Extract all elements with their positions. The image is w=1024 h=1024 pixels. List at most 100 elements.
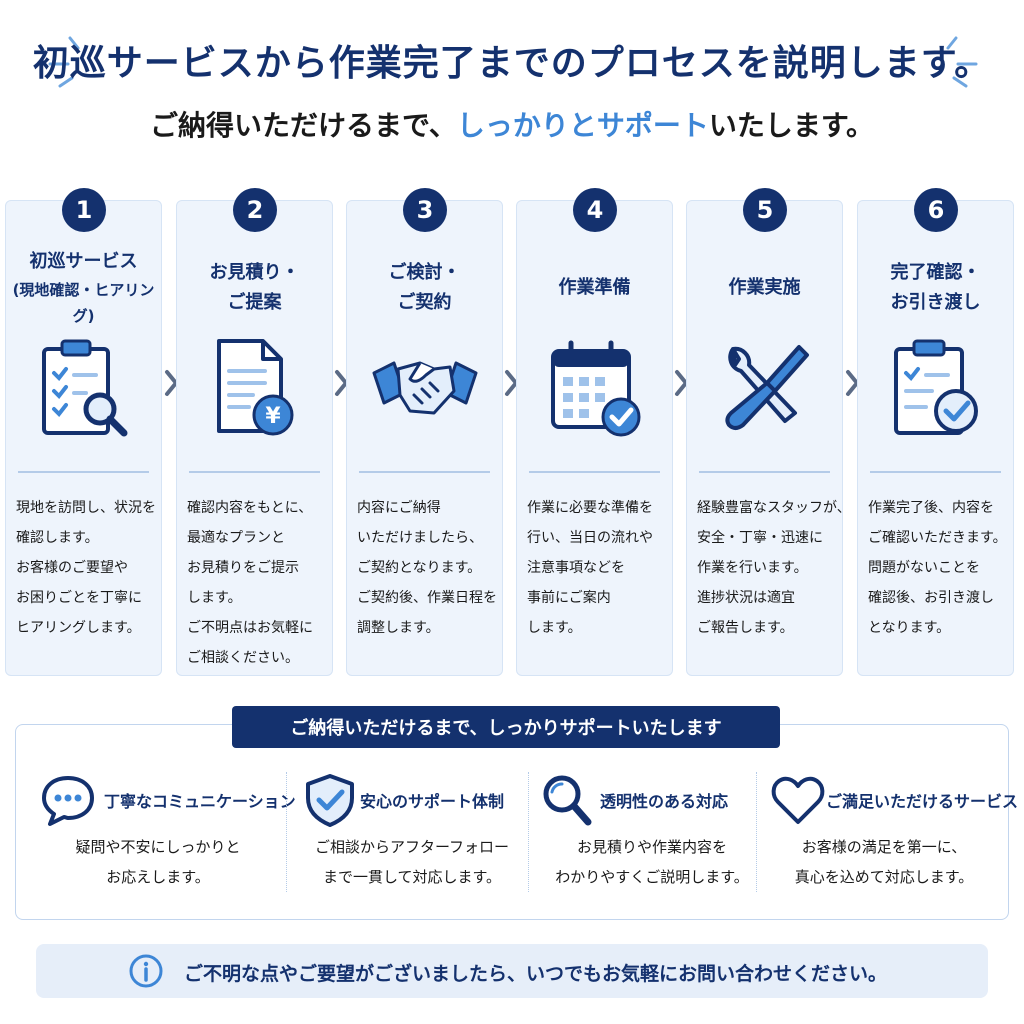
support-section [15,724,1009,920]
feature-title: 透明性のある対応 [600,792,729,811]
step-title-line2: お引き渡し [890,292,981,313]
desc-line: します。 [527,620,582,636]
page-subtitle: ご納得いただけるまで、しっかりとサポートいたします。 [0,104,1024,144]
step-divider [359,471,490,473]
step-description: 現地を訪問し、状況を 確認します。 お客様のご要望や お困りごとを丁寧に ヒアリ… [16,493,156,643]
step-title: 作業準備 [517,253,672,323]
wrench-screwdriver-icon [724,345,809,430]
desc-line: 問題がないことを [868,560,980,576]
step-description: 内容にご納得 いただけましたら、 ご契約となります。 ご契約後、作業日程を 調整… [357,493,497,643]
step-number-6: 6 [914,188,958,232]
step-title-line1: 作業実施 [728,277,801,298]
feature-communication: 丁寧なコミュニケーション 疑問や不安にしっかりと お応えします。 [40,772,296,902]
desc-line: 経験豊富なスタッフが、 [697,500,851,516]
desc-line: 確認内容をもとに、 [187,500,313,516]
feature-description: お見積りや作業内容を わかりやすくご説明します。 [534,832,770,892]
estimate-document-yen-icon: ¥ [216,339,293,436]
step-description: 作業に必要な準備を 行い、当日の流れや 注意事項などを 事前にご案内 します。 [527,493,666,643]
step-title: 作業実施 [687,253,842,323]
feature-description: ご相談からアフターフォロー まで一貫して対応します。 [294,832,530,892]
step-title-line2: (現地確認・ヒアリング) [12,281,155,325]
step-number-2: 2 [233,188,277,232]
step-description: 確認内容をもとに、 最適なプランと お見積りをご提示 します。 ご不明点はお気軽… [187,493,326,673]
feature-transparency: 透明性のある対応 お見積りや作業内容を わかりやすくご説明します。 [534,772,770,902]
desc-line: 疑問や不安にしっかりと [75,838,241,856]
desc-line: 行い、当日の流れや [527,530,653,546]
subtitle-text-1: ご納得いただけるまで、 [149,109,457,142]
contact-notice: ご不明な点やご要望がございましたら、いつでもお気軽にお問い合わせください。 [36,944,988,998]
step-divider [699,471,830,473]
desc-line: お困りごとを丁寧に [16,590,142,606]
desc-line: 確認します。 [16,530,99,546]
desc-line: 進捗状況は適宜 [697,590,795,606]
desc-line: ご契約後、作業日程を [357,590,497,606]
desc-line: となります。 [868,620,951,636]
step-description: 作業完了後、内容を ご確認いただきます。 問題がないことを 確認後、お引き渡し … [868,493,1007,643]
step-description: 経験豊富なスタッフが、 安全・丁寧・迅速に 作業を行います。 進捗状況は適宜 ご… [697,493,851,643]
step-number-1: 1 [62,188,106,232]
desc-line: ご契約となります。 [357,560,482,576]
page-title: 初巡サービスから作業完了までのプロセスを説明します。 [32,43,992,84]
desc-line: 真心を込めて対応します。 [794,868,974,886]
desc-line: します。 [187,590,242,606]
heart-icon [771,776,825,824]
desc-line: 注意事項などを [527,560,625,576]
desc-line: わかりやすくご説明します。 [555,868,749,886]
step-number-3: 3 [403,188,447,232]
desc-line: ご報告します。 [697,620,794,636]
step-card-4: 作業準備 作業に必要な準備を 行い、当日の流れや 注意事項などを 事前にご案内 … [516,200,673,676]
desc-line: 現地を訪問し、状況を [16,500,156,516]
step-divider [189,471,320,473]
desc-line: 内容にご納得 [357,500,441,516]
step-card-1: 初巡サービス (現地確認・ヒアリング) 現地を訪問し、状況を 確認します。 お客… [5,200,162,676]
step-title-line2: ご提案 [227,292,282,313]
desc-line: お客様のご要望や [16,560,128,576]
shield-check-icon [306,774,354,827]
step-card-2: お見積り・ ご提案 ¥ 確認内容をもとに、 最適なプランと お見積りをご提示 し… [176,200,333,676]
desc-line: お客様の満足を第一に、 [801,838,967,856]
desc-line: 調整します。 [357,620,440,636]
step-divider [18,471,149,473]
desc-line: 安全・丁寧・迅速に [697,530,823,546]
step-card-6: 完了確認・ お引き渡し 作業完了後、内容を ご確認いただきます。 問題がないこと… [857,200,1014,676]
step-card-3: ご検討・ ご契約 内容にご納得 いただけましたら、 ご契約となります。 ご契約後… [346,200,503,676]
desc-line: お応えします。 [106,868,210,886]
step-title: ご検討・ ご契約 [347,253,502,323]
step-title-line1: ご検討・ [388,262,461,283]
subtitle-highlight: しっかりとサポート [456,109,709,142]
desc-line: お見積りをご提示 [187,560,299,576]
step-title-line1: 完了確認・ [890,262,981,283]
step-title-line1: お見積り・ [209,262,300,283]
desc-line: 作業に必要な準備を [527,500,653,516]
desc-line: 最適なプランと [187,530,285,546]
clipboard-search-icon [41,339,127,437]
process-steps: 初巡サービス (現地確認・ヒアリング) 現地を訪問し、状況を 確認します。 お客… [5,188,1019,678]
feature-support-system: 安心のサポート体制 ご相談からアフターフォロー まで一貫して対応します。 [294,772,530,902]
step-title-line2: ご契約 [397,292,452,313]
sparkle-right-icon [946,36,978,88]
step-title: お見積り・ ご提案 [177,253,332,323]
clipboard-check-icon [893,339,978,435]
handshake-icon [372,361,477,415]
desc-line: お見積りや作業内容を [576,838,727,856]
feature-description: 疑問や不安にしっかりと お応えします。 [40,832,276,892]
feature-separator [756,772,757,892]
step-number-5: 5 [743,188,787,232]
step-title-line1: 作業準備 [558,277,631,298]
step-divider [870,471,1001,473]
desc-line: 作業完了後、内容を [868,500,994,516]
feature-separator [528,772,529,892]
step-title-line1: 初巡サービス [29,251,138,272]
step-title: 初巡サービス (現地確認・ヒアリング) [6,251,161,325]
notice-text: ご不明な点やご要望がございましたら、いつでもお気軽にお問い合わせください。 [184,963,888,985]
subtitle-text-2: いたします。 [708,109,875,142]
magnifier-icon [543,775,592,826]
desc-line: ご相談からアフターフォロー [314,838,510,856]
desc-line: 事前にご案内 [527,590,611,606]
desc-line: ご相談ください。 [187,650,299,666]
desc-line: 作業を行います。 [697,560,808,576]
feature-description: お客様の満足を第一に、 真心を込めて対応します。 [766,832,1002,892]
info-icon [129,954,163,988]
feature-satisfaction: ご満足いただけるサービス お客様の満足を第一に、 真心を込めて対応します。 [766,772,1018,902]
feature-title: ご満足いただけるサービス [826,792,1019,811]
